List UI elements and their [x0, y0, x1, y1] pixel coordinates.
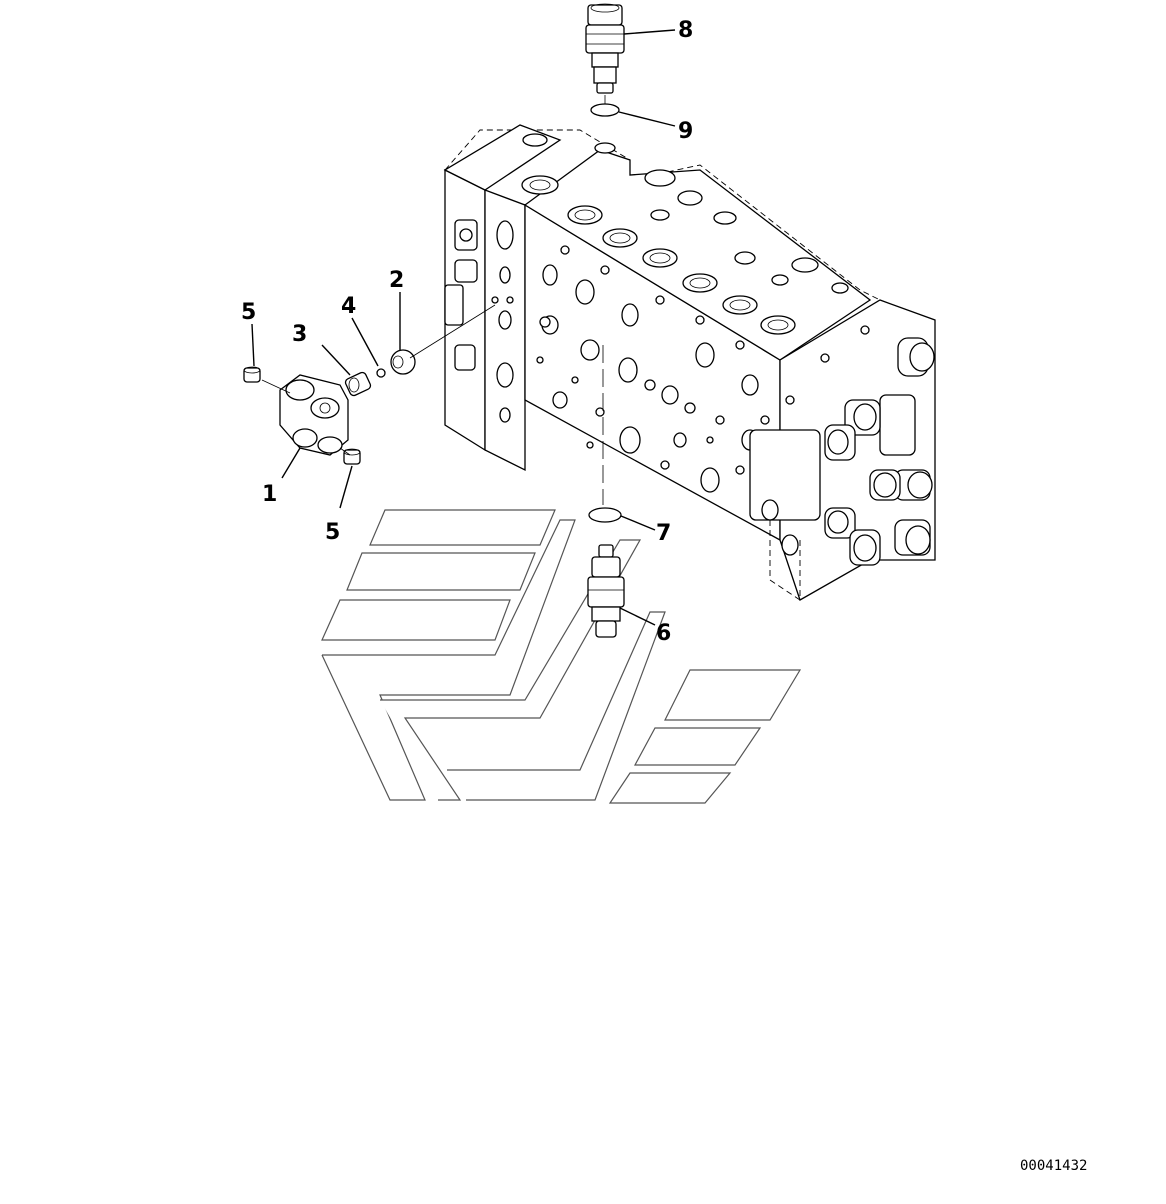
callout-3: 3: [292, 322, 307, 347]
bolt-lower: [343, 448, 361, 465]
o-ring-top: [590, 103, 620, 117]
relief-valve-bottom: [587, 544, 625, 638]
callout-7: 7: [656, 521, 671, 546]
callout-8: 8: [678, 18, 693, 43]
callout-4: 4: [341, 294, 356, 319]
bolt-upper: [243, 366, 261, 383]
o-ring-small: [376, 368, 386, 378]
relief-valve-top: [585, 3, 625, 94]
drawing-reference-number: 00041432: [1020, 1158, 1087, 1174]
callout-5-lower: 5: [325, 520, 340, 545]
flange-block: [279, 374, 349, 456]
callout-1: 1: [262, 482, 277, 507]
callout-2: 2: [389, 268, 404, 293]
collar: [390, 349, 416, 375]
plug: [344, 371, 372, 397]
o-ring-bottom: [588, 507, 622, 523]
callout-6: 6: [656, 621, 671, 646]
leader-lines: [251, 29, 676, 626]
callout-5-upper: 5: [241, 300, 256, 325]
watermark-logo: [321, 509, 802, 804]
control-valve-block: [443, 124, 936, 601]
callout-9: 9: [678, 119, 693, 144]
